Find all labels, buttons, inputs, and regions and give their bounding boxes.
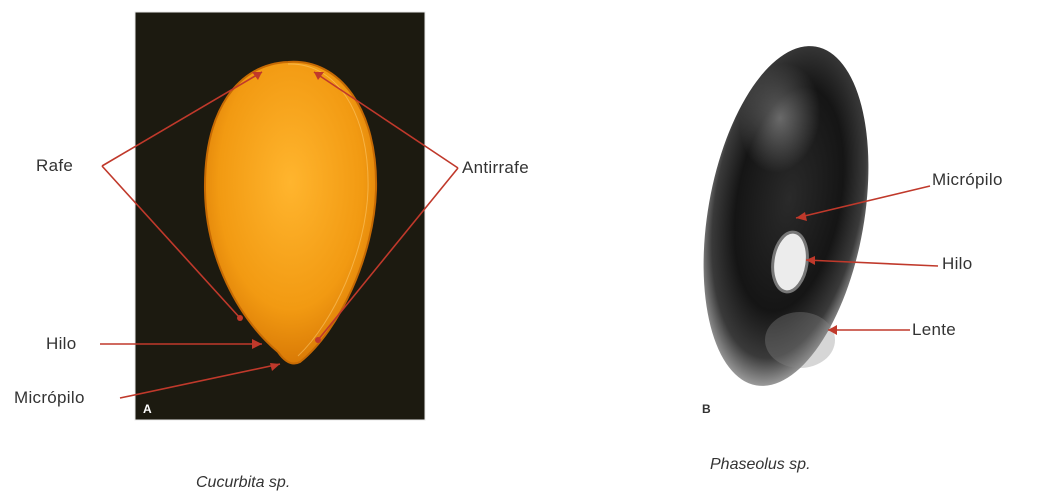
label-micropilo-a: Micrópilo (14, 388, 85, 408)
caption-cucurbita: Cucurbita sp. (196, 474, 290, 492)
caption-phaseolus: Phaseolus sp. (710, 456, 811, 474)
panel-b-letter: B (702, 402, 711, 416)
label-hilo-b: Hilo (942, 254, 973, 274)
label-rafe: Rafe (36, 156, 73, 176)
panel-a-letter: A (143, 402, 152, 416)
label-micropilo-b: Micrópilo (932, 170, 1003, 190)
label-lente: Lente (912, 320, 956, 340)
label-antirrafe: Antirrafe (462, 158, 529, 178)
label-hilo-a: Hilo (46, 334, 77, 354)
